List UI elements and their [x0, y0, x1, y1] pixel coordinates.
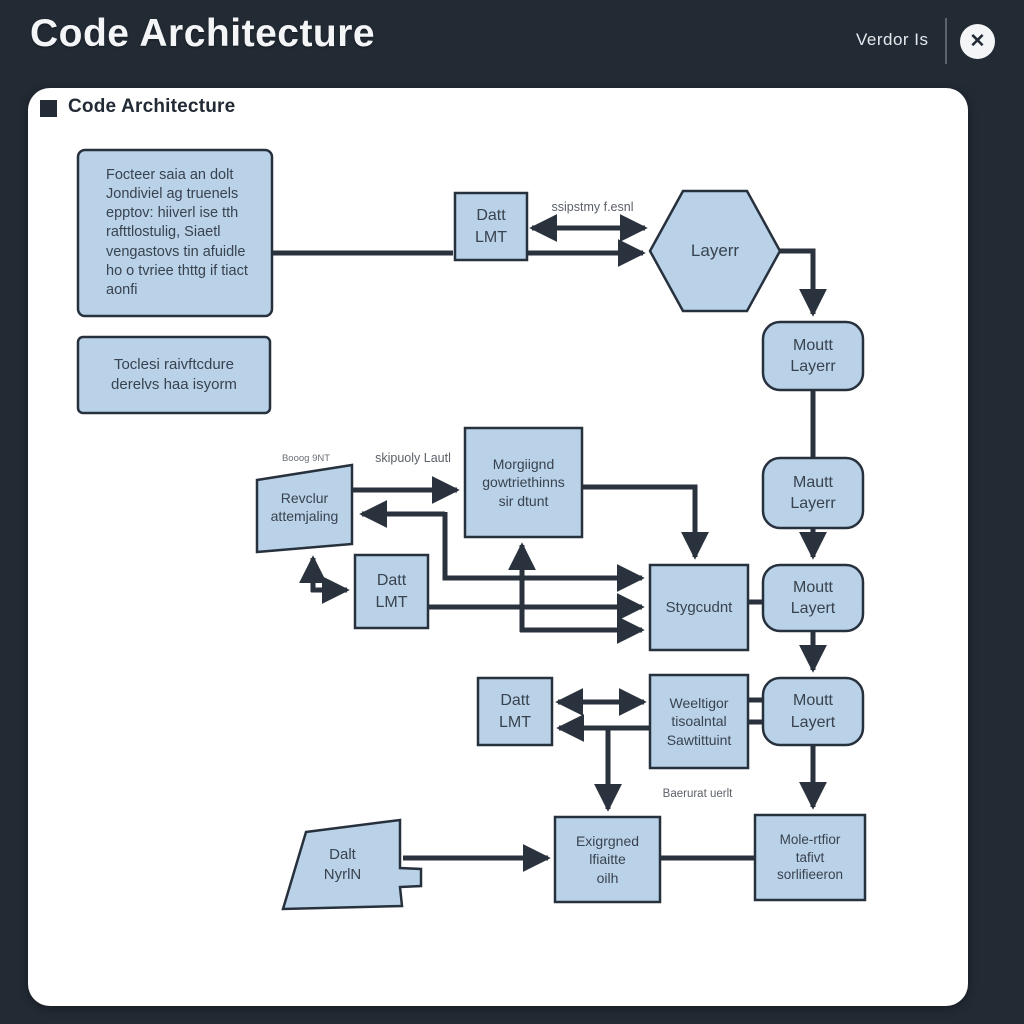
dalt-nyrln-shape [281, 818, 423, 911]
exigrgned-node [553, 815, 662, 904]
close-icon: ✕ [969, 31, 986, 52]
datt-mid-node [353, 553, 430, 630]
mout-layer-4 [761, 676, 865, 747]
note-top-box [76, 148, 274, 318]
morgiignd-node [463, 426, 584, 539]
note-bottom-box [76, 335, 272, 415]
mout-layer-3 [761, 563, 865, 633]
mole-rtfior-node [753, 813, 867, 902]
card-title: Code Architecture [68, 96, 236, 117]
header-divider [945, 18, 947, 64]
stygcudnt-node [648, 563, 750, 652]
connector-lines [272, 214, 827, 872]
close-button[interactable]: ✕ [960, 24, 995, 59]
weeltigor-node [648, 673, 750, 770]
edge-morg-to-styg [582, 484, 709, 560]
layer-hexagon [648, 189, 782, 313]
vendors-menu[interactable]: Verdor Is [856, 30, 929, 49]
datt-top-node [453, 191, 529, 262]
app-title: Code Architecture [30, 12, 376, 55]
datt-low-node [476, 676, 554, 747]
card-title-marker-icon [40, 100, 57, 117]
mout-layer-1 [761, 320, 865, 392]
edge-down-to-styg-top-line [442, 512, 645, 592]
revclur-flag [255, 463, 354, 554]
edge-hex-to-mout1 [779, 248, 827, 317]
mout-layer-2 [761, 456, 865, 530]
